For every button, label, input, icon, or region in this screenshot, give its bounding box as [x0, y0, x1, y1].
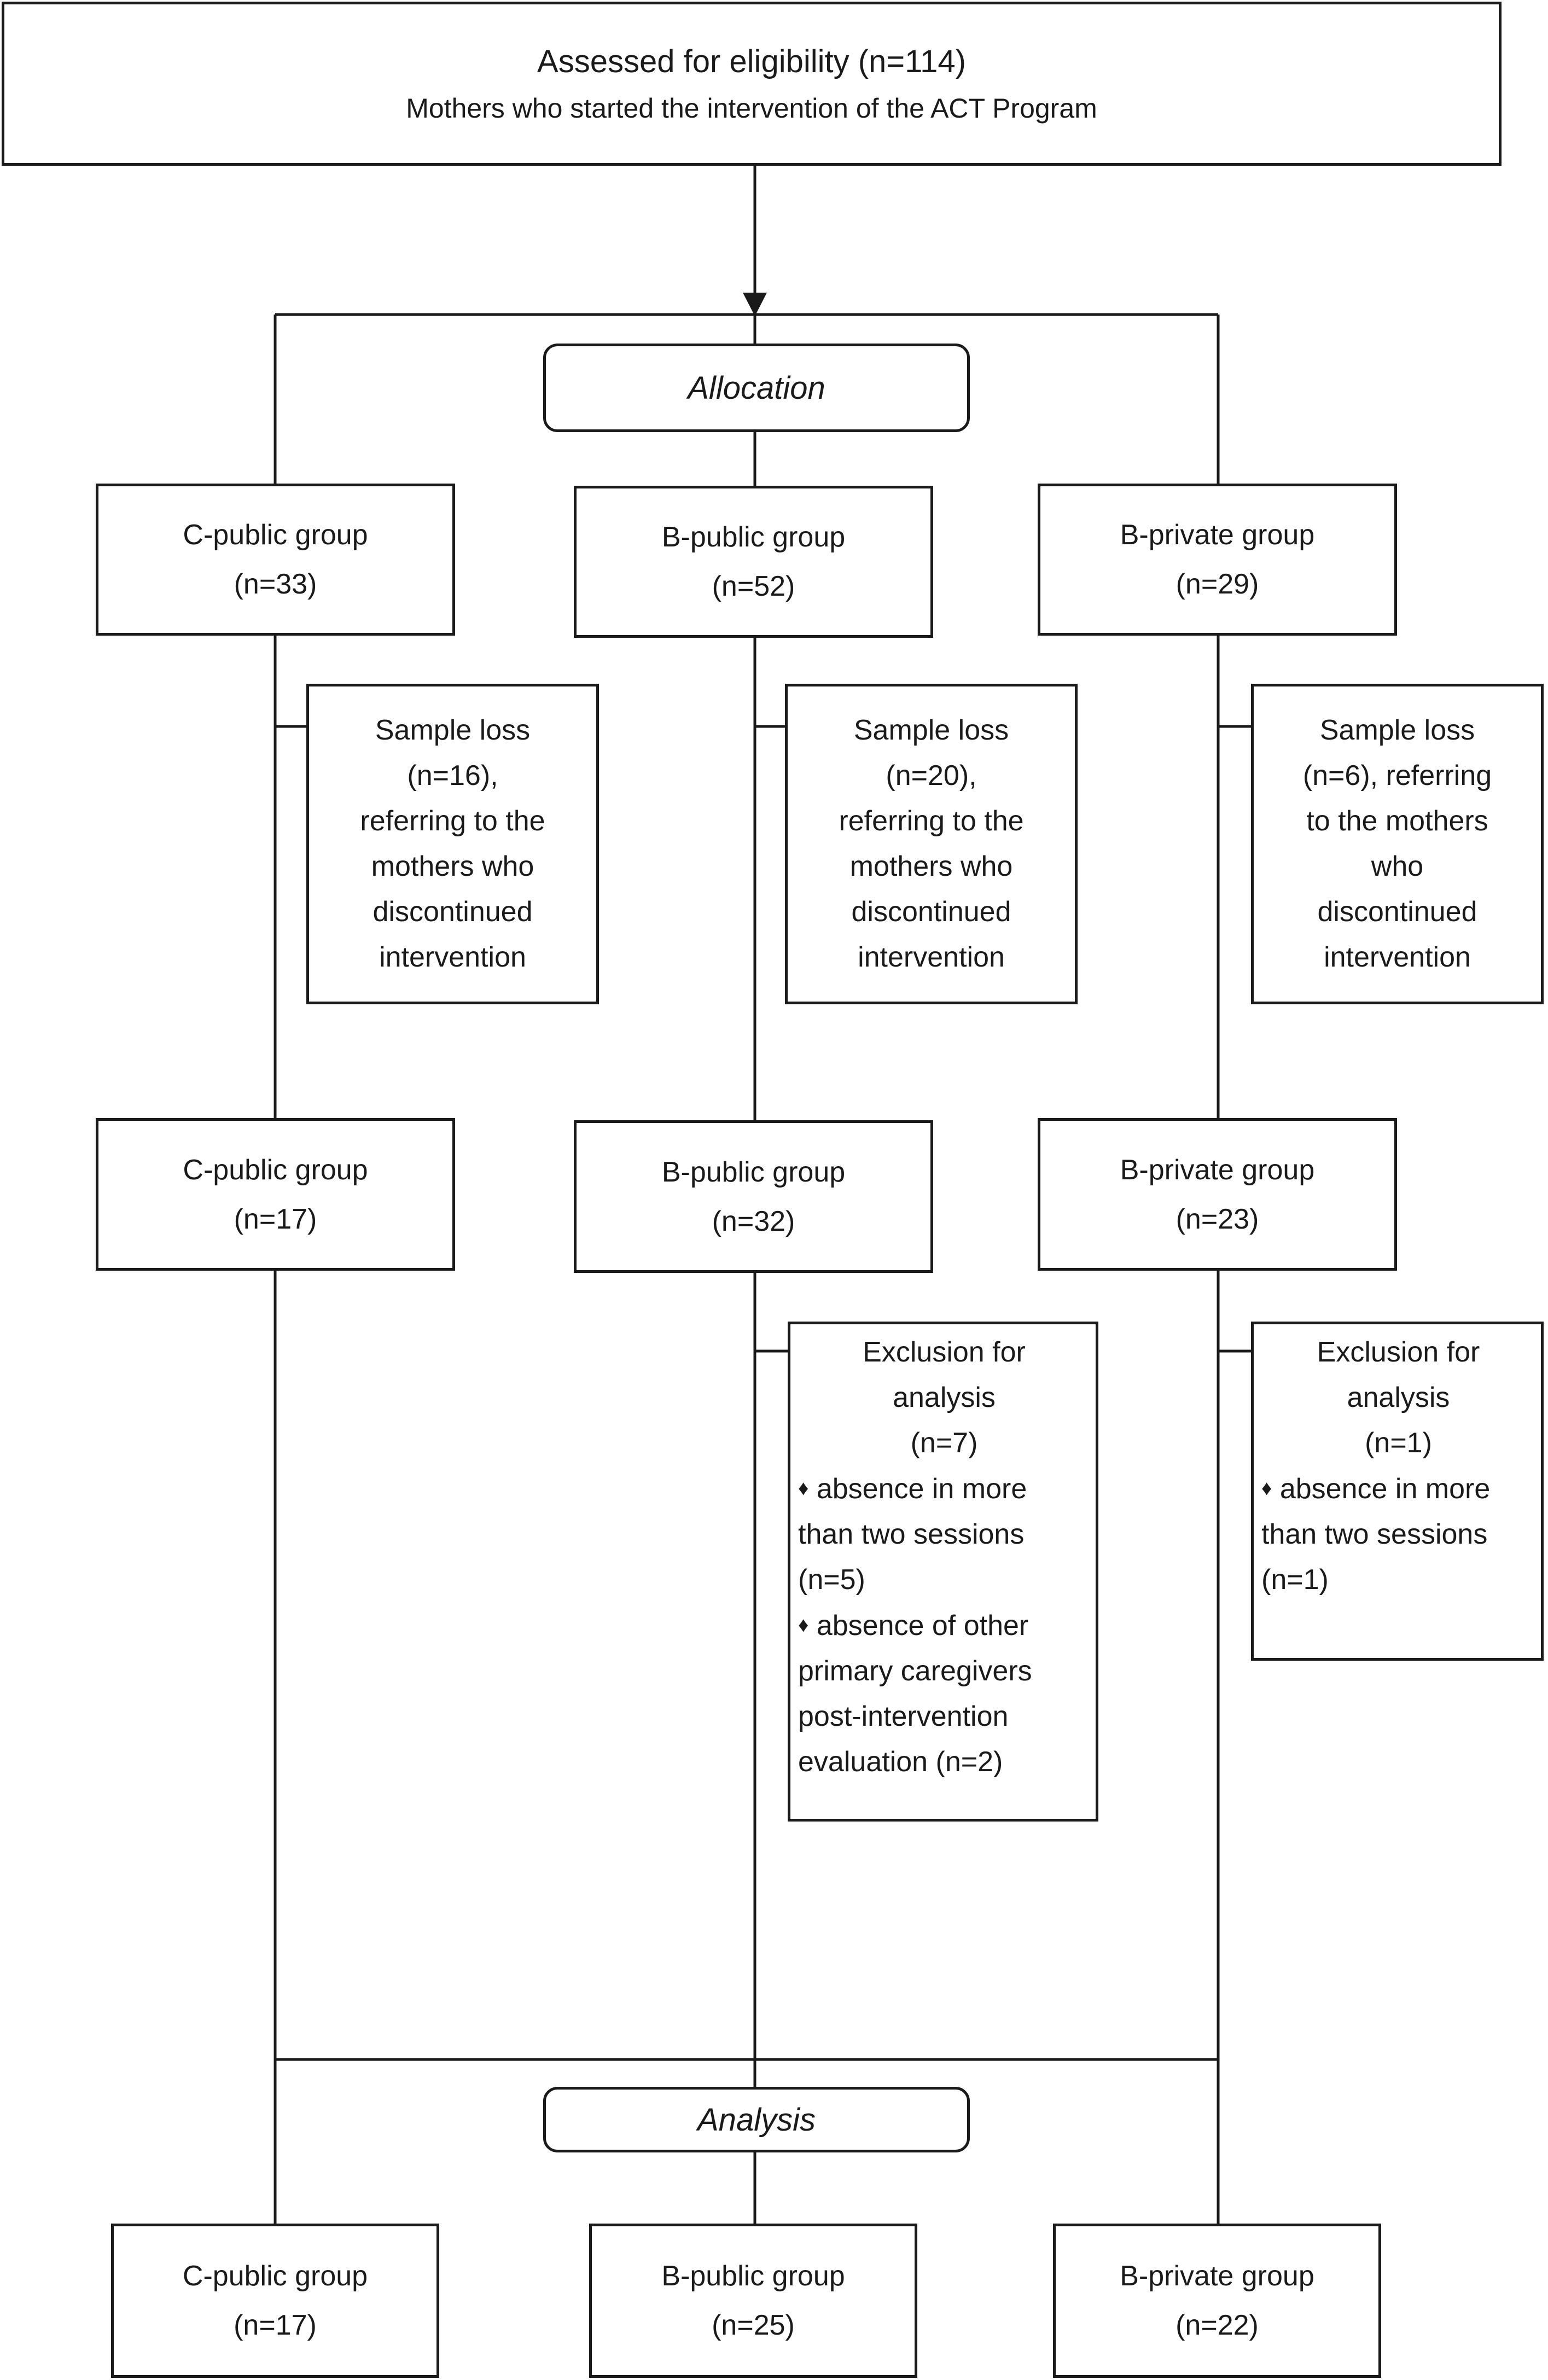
loss-line: Sample loss: [1319, 714, 1475, 746]
exclusion-item-line: than two sessions: [1261, 1518, 1488, 1550]
group-name: C-public group: [182, 2260, 368, 2292]
exclusion-item-line: post-intervention: [798, 1701, 1009, 1732]
exclusion-item-line: (n=1): [1261, 1564, 1329, 1596]
loss-line: Sample loss: [375, 714, 531, 746]
diamond-bullet-icon: ♦: [798, 1477, 809, 1500]
exclusion-title: Exclusion for: [863, 1336, 1026, 1368]
after-loss-c-public-box: C-public group (n=17): [96, 1118, 455, 1271]
after-loss-b-public-box: B-public group (n=32): [574, 1120, 933, 1273]
allocated-c-public-box: C-public group (n=33): [96, 484, 455, 636]
loss-line: intervention: [1324, 941, 1471, 973]
enrollment-title: Assessed for eligibility (n=114): [537, 44, 966, 79]
exclusion-item-line: primary caregivers: [798, 1655, 1032, 1687]
group-name: B-private group: [1120, 1154, 1315, 1186]
group-name: C-public group: [183, 1154, 368, 1186]
after-loss-b-private-box: B-private group (n=23): [1038, 1118, 1397, 1271]
loss-line: who: [1371, 851, 1424, 882]
group-name: B-public group: [661, 1156, 846, 1188]
analyzed-b-public-box: B-public group (n=25): [589, 2224, 917, 2378]
loss-line: discontinued: [851, 896, 1011, 928]
exclusion-item-1: ♦ absence in more: [798, 1466, 1090, 1512]
exclusion-title-2: analysis: [893, 1382, 996, 1413]
exclusion-item-line: evaluation (n=2): [798, 1746, 1003, 1778]
exclusion-item-line: (n=5): [798, 1564, 865, 1596]
analyzed-c-public-box: C-public group (n=17): [111, 2224, 439, 2378]
group-name: B-public group: [661, 521, 846, 553]
group-count: (n=32): [712, 1205, 795, 1237]
group-count: (n=52): [712, 571, 795, 602]
loss-line: discontinued: [373, 896, 533, 928]
loss-line: referring to the: [839, 805, 1024, 837]
group-name: B-public group: [661, 2260, 845, 2292]
loss-line: to the mothers: [1306, 805, 1488, 837]
exclusion-item-1: ♦ absence in more: [1261, 1466, 1535, 1512]
group-count: (n=17): [234, 1203, 317, 1235]
exclusion-b-public-box: Exclusion for analysis (n=7) ♦ absence i…: [788, 1322, 1098, 1822]
analyzed-b-private-box: B-private group (n=22): [1053, 2224, 1381, 2378]
loss-line: (n=20),: [886, 760, 977, 792]
exclusion-item-line: absence in more: [1279, 1473, 1491, 1505]
group-count: (n=33): [234, 568, 317, 600]
exclusion-item-line: absence in more: [816, 1473, 1027, 1505]
loss-line: Sample loss: [853, 714, 1009, 746]
group-count: (n=29): [1175, 568, 1259, 600]
group-count: (n=23): [1175, 1203, 1259, 1235]
allocation-label: Allocation: [688, 370, 825, 406]
group-count: (n=25): [712, 2309, 795, 2341]
exclusion-b-private-box: Exclusion for analysis (n=1) ♦ absence i…: [1251, 1322, 1544, 1661]
exclusion-title: Exclusion for: [1317, 1336, 1480, 1368]
loss-line: mothers who: [371, 851, 534, 882]
group-name: B-private group: [1120, 519, 1315, 551]
group-name: B-private group: [1120, 2260, 1314, 2292]
allocation-stage: Allocation: [543, 344, 970, 432]
loss-line: intervention: [379, 941, 526, 973]
sample-loss-c-public-box: Sample loss (n=16), referring to the mot…: [306, 684, 599, 1004]
allocated-b-public-box: B-public group (n=52): [574, 486, 933, 638]
diamond-bullet-icon: ♦: [798, 1614, 809, 1637]
loss-line: referring to the: [360, 805, 545, 837]
exclusion-item-line: absence of other: [816, 1610, 1029, 1642]
exclusion-title-2: analysis: [1347, 1382, 1450, 1413]
allocated-b-private-box: B-private group (n=29): [1038, 484, 1397, 636]
enrollment-box: Assessed for eligibility (n=114) Mothers…: [2, 2, 1502, 166]
loss-line: discontinued: [1317, 896, 1477, 928]
group-name: C-public group: [183, 519, 368, 551]
enrollment-subtitle: Mothers who started the intervention of …: [406, 93, 1097, 124]
exclusion-count: (n=1): [1365, 1427, 1432, 1459]
sample-loss-b-public-box: Sample loss (n=20), referring to the mot…: [785, 684, 1078, 1004]
exclusion-item-line: than two sessions: [798, 1518, 1025, 1550]
group-count: (n=17): [234, 2309, 317, 2341]
analysis-stage: Analysis: [543, 2087, 970, 2152]
sample-loss-b-private-box: Sample loss (n=6), referring to the moth…: [1251, 684, 1544, 1004]
exclusion-count: (n=7): [910, 1427, 978, 1459]
loss-line: intervention: [858, 941, 1005, 973]
loss-line: (n=16),: [407, 760, 498, 792]
loss-line: mothers who: [849, 851, 1013, 882]
group-count: (n=22): [1175, 2309, 1259, 2341]
exclusion-item-2: ♦ absence of other: [798, 1603, 1090, 1649]
analysis-label: Analysis: [697, 2102, 816, 2138]
loss-line: (n=6), referring: [1302, 760, 1492, 792]
diamond-bullet-icon: ♦: [1261, 1477, 1272, 1500]
